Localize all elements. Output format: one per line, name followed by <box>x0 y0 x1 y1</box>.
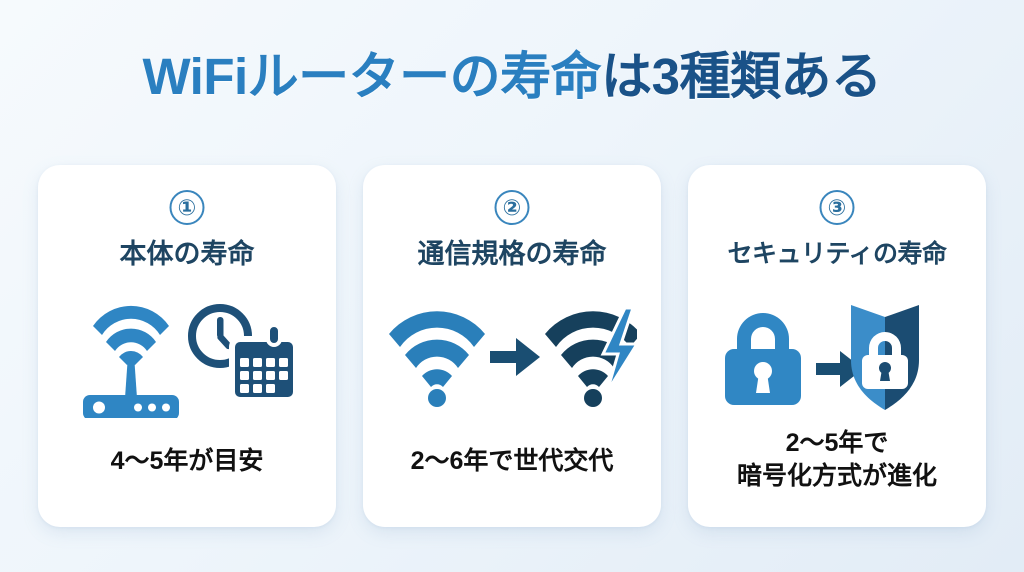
card-heading: 通信規格の寿命 <box>417 239 607 269</box>
card-number-badge: ③ <box>819 190 855 225</box>
page-title: WiFiルーターの寿命は3種類ある <box>0 46 1024 108</box>
card-footer-line: 4〜5年が目安 <box>110 447 264 475</box>
wifi-router-icon <box>82 305 179 418</box>
card-heading: セキュリティの寿命 <box>727 240 947 268</box>
card-footer-line: 2〜5年で <box>785 429 889 457</box>
card-security-lifespan: ③ セキュリティの寿命 <box>688 165 986 527</box>
card-standard-lifespan: ② 通信規格の寿命 <box>363 165 661 527</box>
card-number-badge: ① <box>169 190 205 225</box>
card-icon-area <box>38 290 336 425</box>
page-title-segment-light: WiFiルーターの寿命 <box>142 48 602 105</box>
wifi-router-clock-calendar-icon-group <box>82 303 295 418</box>
card-number-badge: ② <box>494 190 530 225</box>
arrow-right-icon <box>490 337 540 376</box>
lightning-bolt-icon <box>600 307 637 393</box>
card-footer: 4〜5年が目安 <box>38 445 336 478</box>
wifi-upgrade-icon-group <box>389 307 637 407</box>
card-body-lifespan: ① 本体の寿命 <box>38 165 336 527</box>
card-footer: 2〜5年で 暗号化方式が進化 <box>688 427 986 493</box>
card-footer: 2〜6年で世代交代 <box>363 445 661 478</box>
card-heading: 本体の寿命 <box>119 239 255 269</box>
shield-lock-icon <box>851 305 919 410</box>
security-upgrade-icon-group <box>725 305 919 410</box>
card-row: ① 本体の寿命 <box>38 165 986 527</box>
wifi-signal-icon <box>389 310 485 407</box>
card-footer-line: 2〜6年で世代交代 <box>410 447 614 475</box>
card-icon-area <box>688 290 986 425</box>
wifi-signal-fast-icon <box>545 310 637 407</box>
page-title-segment-dark: は3種類ある <box>601 48 882 105</box>
card-footer-line: 暗号化方式が進化 <box>736 462 937 490</box>
calendar-icon <box>228 322 295 403</box>
card-icon-area <box>363 290 661 425</box>
padlock-icon <box>725 313 801 405</box>
